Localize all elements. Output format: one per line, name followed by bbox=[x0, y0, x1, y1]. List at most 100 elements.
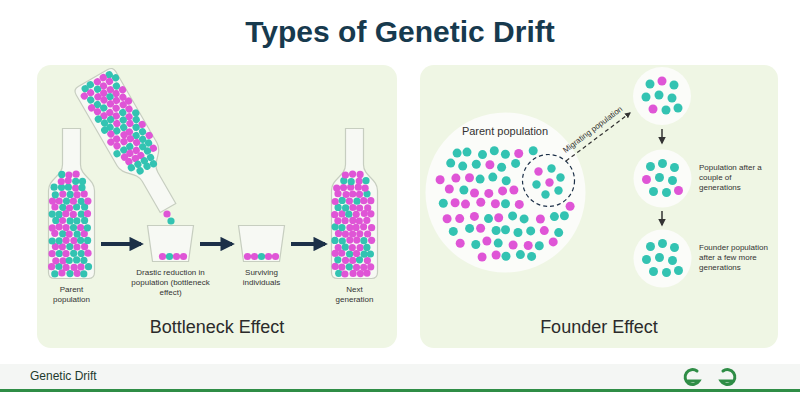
population-dot bbox=[340, 184, 347, 191]
population-dot bbox=[439, 199, 448, 208]
population-dot bbox=[662, 106, 671, 115]
population-dot bbox=[66, 270, 73, 277]
population-dot bbox=[71, 264, 78, 271]
population-circle: Population after a couple of generations bbox=[632, 148, 692, 208]
population-dot bbox=[515, 200, 524, 209]
cup-label: Surviving individuals bbox=[235, 268, 289, 288]
population-dot bbox=[501, 150, 510, 159]
population-dot bbox=[63, 237, 70, 244]
population-dot bbox=[51, 270, 58, 277]
node-shape bbox=[147, 225, 194, 263]
circle-outline bbox=[426, 113, 586, 273]
population-dots bbox=[642, 239, 683, 277]
population-dot bbox=[80, 257, 87, 264]
population-dot bbox=[509, 186, 518, 195]
population-dot bbox=[471, 240, 480, 249]
population-dot bbox=[79, 178, 86, 185]
population-label: Parent population bbox=[425, 125, 585, 138]
population-dot bbox=[658, 77, 667, 86]
population-dot bbox=[655, 91, 664, 100]
population-dot bbox=[66, 243, 73, 250]
population-dot bbox=[361, 251, 368, 258]
population-dot bbox=[65, 171, 72, 178]
node-shape bbox=[48, 128, 95, 280]
population-dot bbox=[674, 104, 683, 113]
population-dot bbox=[67, 217, 74, 224]
population-dot bbox=[484, 189, 493, 198]
population-dot bbox=[459, 186, 468, 195]
population-dot bbox=[338, 224, 345, 231]
population-dot bbox=[490, 146, 499, 155]
population-dot bbox=[364, 230, 371, 237]
cup-label: Drastic reduction in population (bottlen… bbox=[128, 268, 214, 298]
population-dot bbox=[346, 250, 353, 257]
population-dot bbox=[458, 162, 467, 171]
population-dot bbox=[353, 224, 360, 231]
population-dot bbox=[655, 173, 664, 182]
population-dot bbox=[478, 150, 487, 159]
population-dot bbox=[655, 253, 664, 262]
population-dot bbox=[362, 185, 369, 192]
population-dot bbox=[367, 197, 374, 204]
population-dot bbox=[668, 94, 677, 103]
population-dot bbox=[342, 217, 349, 224]
population-dot bbox=[646, 162, 655, 171]
population-dot bbox=[550, 212, 559, 221]
population-dot bbox=[455, 214, 464, 223]
population-dot bbox=[63, 198, 70, 205]
population-dot bbox=[514, 228, 523, 237]
population-circle: Parent population bbox=[425, 112, 585, 272]
population-dot bbox=[73, 171, 80, 178]
population-dot bbox=[556, 173, 564, 181]
population-dot bbox=[491, 199, 500, 208]
population-dot bbox=[173, 253, 180, 260]
bottle-outline bbox=[332, 129, 378, 279]
population-dot bbox=[63, 264, 70, 271]
population-dot bbox=[126, 163, 136, 173]
population-dot bbox=[472, 160, 481, 169]
population-dot bbox=[554, 228, 563, 237]
population-dot bbox=[443, 214, 452, 223]
population-dot bbox=[642, 175, 651, 184]
population-dot bbox=[59, 217, 66, 224]
panel-heading: Bottleneck Effect bbox=[37, 316, 397, 338]
population-dot bbox=[532, 180, 540, 188]
population-dot bbox=[367, 263, 374, 270]
population-dot bbox=[362, 177, 369, 184]
population-dot bbox=[342, 204, 349, 211]
population-dot bbox=[353, 211, 360, 218]
population-dot bbox=[51, 184, 58, 191]
population-dot bbox=[159, 253, 166, 260]
population-dot bbox=[66, 204, 73, 211]
population-dot bbox=[338, 264, 345, 271]
population-dot bbox=[356, 204, 363, 211]
population-dot bbox=[674, 186, 683, 195]
population-dot bbox=[357, 171, 364, 178]
flow-arrow bbox=[200, 242, 232, 246]
population-dot bbox=[166, 253, 173, 260]
population-dot bbox=[451, 174, 460, 183]
population-dot bbox=[549, 237, 558, 246]
population-dot bbox=[658, 159, 667, 168]
population-dot bbox=[349, 171, 356, 178]
population-dot bbox=[66, 257, 73, 264]
population-dot bbox=[355, 184, 362, 191]
population-dot bbox=[66, 231, 73, 238]
population-dot bbox=[349, 257, 356, 264]
population-dot bbox=[56, 250, 63, 257]
population-cup: Drastic reduction in population (bottlen… bbox=[147, 225, 194, 263]
population-dot bbox=[353, 237, 360, 244]
population-dot bbox=[65, 184, 72, 191]
node-shape bbox=[632, 228, 692, 288]
population-dot bbox=[368, 237, 375, 244]
population-dot bbox=[357, 270, 364, 277]
bottle-outline bbox=[49, 129, 95, 279]
population-dot bbox=[649, 267, 658, 276]
population-dot bbox=[84, 237, 91, 244]
population-dot bbox=[244, 253, 251, 260]
population-dot bbox=[497, 163, 506, 172]
population-dot bbox=[502, 176, 511, 185]
population-dot bbox=[81, 243, 88, 250]
population-bottle: Next generation bbox=[331, 128, 378, 280]
population-dot bbox=[48, 263, 55, 270]
